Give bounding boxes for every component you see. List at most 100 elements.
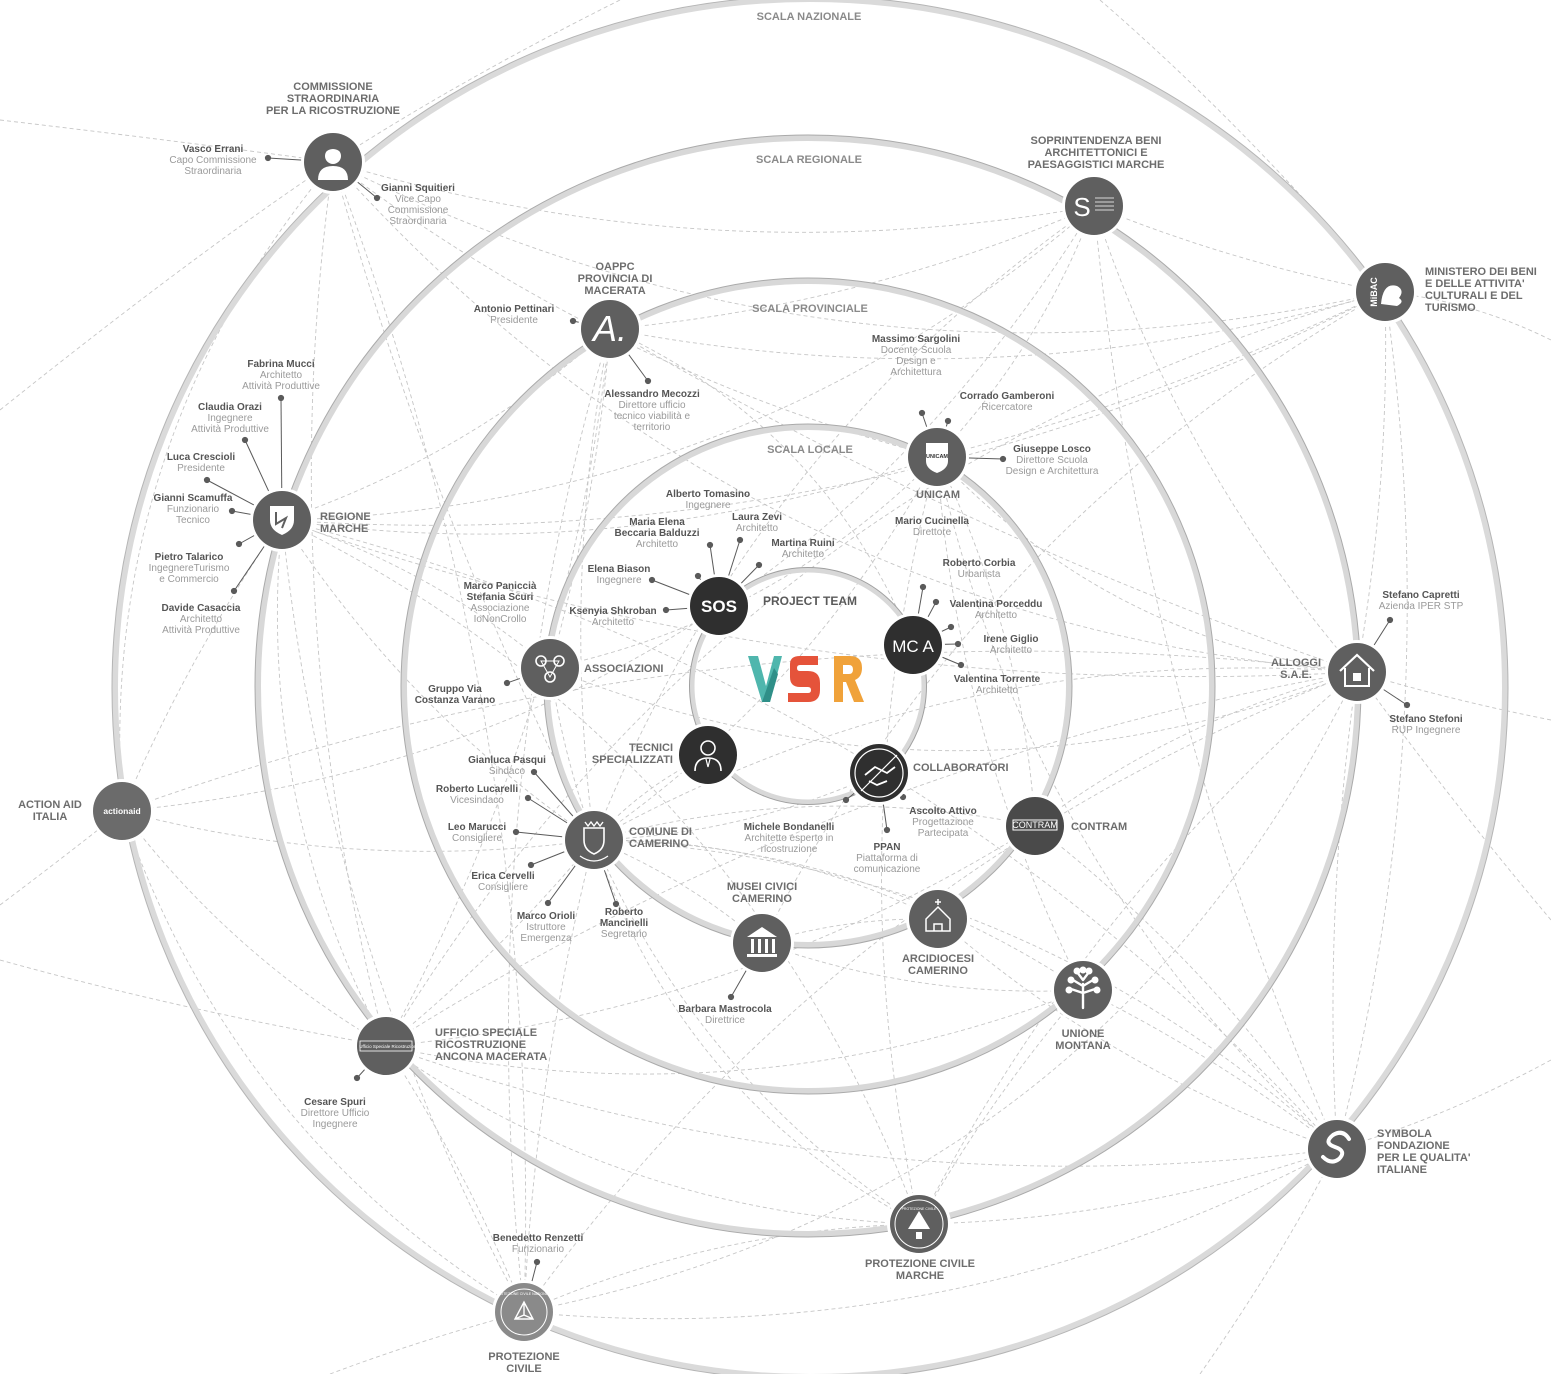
connector-dot (203, 476, 211, 484)
node-title-symbola: FONDAZIONE (1377, 1140, 1450, 1152)
unicam-logo-text: UNICAM (926, 454, 948, 460)
dashed-connection (121, 810, 387, 1047)
person-name-ascolto: Ascolto Attivo (909, 806, 976, 817)
dashed-connection (593, 839, 920, 1225)
connector-dot (1403, 701, 1411, 709)
node-alloggi[interactable] (1325, 640, 1389, 704)
person-role-gianni_s: Funzionario (167, 504, 220, 515)
node-title-musei: MUSEI CIVICI (727, 881, 797, 893)
person-role-stefano_s: RUP Ingegnere (1392, 725, 1461, 736)
person-role-alessandro: tecnico viabilità e (614, 411, 691, 422)
node-mibac[interactable]: MiBAC (1353, 260, 1417, 324)
node-commissione[interactable] (301, 130, 365, 194)
person-name-claudia: Claudia Orazi (198, 402, 262, 413)
node-oappc[interactable]: A. (578, 297, 642, 361)
node-regione[interactable] (250, 488, 314, 552)
node-unicam[interactable]: UNICAM (905, 425, 969, 489)
node-title-soprintendenza: SOPRINTENDENZA BENI (1031, 135, 1162, 147)
scale-label-regionale: SCALA REGIONALE (756, 154, 862, 166)
person-role-massimo: Docente Scuola (881, 345, 952, 356)
person-role-stefano_c: Azienda IPER STP (1379, 601, 1464, 612)
dashed-connection (609, 291, 1386, 360)
dashed-connection (119, 161, 334, 812)
node-tecnici[interactable] (676, 723, 740, 787)
person-role-claudia: Ingegnere (207, 413, 252, 424)
person-name-maria: Beccaria Balduzzi (614, 528, 699, 539)
person-name-vasco: Vasco Errani (183, 144, 244, 155)
person-role-gianni_sq: Commissione (388, 205, 449, 216)
dashed-connection (1093, 205, 1358, 673)
scale-label-provinciale: SCALA PROVINCIALE (752, 303, 868, 315)
dashed-connection (593, 839, 920, 1225)
person-name-fabrina: Fabrina Mucci (247, 359, 314, 370)
connector-dot (918, 409, 926, 417)
person-role-cesare: Direttore Ufficio (301, 1108, 370, 1119)
person-name-pietro: Pietro Talarico (155, 552, 224, 563)
dashed-connection (385, 328, 611, 1047)
dashed-connection (1093, 205, 1338, 1150)
person-name-giuseppe: Giuseppe Losco (1013, 444, 1091, 455)
person-name-maria: Maria Elena (629, 517, 685, 528)
symbola-logo-icon (1308, 1120, 1366, 1178)
dashed-connection (385, 825, 1036, 1047)
node-musei[interactable] (730, 911, 794, 975)
node-soprintendenza[interactable]: S (1062, 174, 1126, 238)
person-role-gianni_s: Tecnico (176, 515, 210, 526)
dashed-connection (385, 839, 595, 1047)
dashed-connection (549, 328, 611, 669)
node-comune[interactable] (562, 808, 626, 872)
node-title-actionaid: ITALIA (33, 811, 68, 823)
connector-dot (544, 899, 552, 907)
connector-dot (706, 541, 714, 549)
dashed-connection (523, 671, 1358, 1313)
node-symbola[interactable] (1305, 1117, 1369, 1181)
node-contram[interactable]: CONTRAM (1003, 794, 1067, 858)
node-title-unione: UNIONE (1062, 1028, 1105, 1040)
soprintendenza-logo-icon: S (1065, 177, 1123, 235)
connector-dot (957, 661, 965, 669)
dashed-connection (593, 839, 1338, 1150)
dashed-connection (0, 161, 334, 411)
node-sos[interactable]: SOS (687, 574, 751, 638)
node-arcidiocesi[interactable] (906, 887, 970, 951)
node-title-pcnazionale: CIVILE (506, 1363, 541, 1374)
node-pcmarche[interactable]: PROTEZIONE CIVILE (887, 1192, 951, 1256)
node-unione[interactable] (1051, 958, 1115, 1022)
dashed-connection (385, 1045, 1338, 1167)
dashed-connection (281, 456, 938, 535)
connector-dot (755, 561, 763, 569)
node-title-alloggi: ALLOGGI (1271, 657, 1321, 669)
connector-dot (228, 507, 236, 515)
dashed-connection (310, 161, 387, 1047)
connector-dot (1386, 616, 1394, 624)
tree-icon (1054, 961, 1112, 1019)
connector-dot (230, 587, 238, 595)
person-role-martina: Architetto (782, 549, 825, 560)
person-role-alessandro: territorio (634, 422, 671, 433)
person-name-barbara: Barbara Mastrocola (678, 1004, 772, 1015)
person-role-ksenyia: Architetto (592, 617, 635, 628)
node-title-symbola: ITALIANE (1377, 1164, 1427, 1176)
node-mca[interactable]: MC A (881, 613, 945, 677)
node-ufficio[interactable]: Ufficio Speciale Ricostruzione (354, 1014, 419, 1078)
node-pcnazionale[interactable]: PROTEZIONE CIVILE NAZIONALE (492, 1280, 556, 1344)
person-name-massimo: Massimo Sargolini (872, 334, 961, 345)
oappc-logo-text: A. (591, 308, 627, 349)
project-team-title: PROJECT TEAM (763, 594, 857, 608)
person-name-michele: Michele Bondanelli (744, 822, 835, 833)
node-actionaid[interactable]: actionaid (90, 779, 154, 843)
node-title-arcidiocesi: CAMERINO (908, 965, 968, 977)
dashed-connection (918, 989, 1084, 1225)
person-name-marco_o: Marco Orioli (517, 911, 576, 922)
person-name-ppan: PPAN (873, 842, 900, 853)
triangle-icon: PROTEZIONE CIVILE (890, 1195, 948, 1253)
person-name-valentina_t: Valentina Torrente (954, 674, 1041, 685)
node-collaboratori[interactable] (847, 741, 911, 805)
dashed-connection (332, 161, 1358, 673)
technician-icon (679, 726, 737, 784)
node-associazioni[interactable] (518, 636, 582, 700)
person-role-maria: Architetto (636, 539, 679, 550)
dashed-connection (0, 119, 334, 163)
dashed-connection (1336, 291, 1408, 1150)
connector-dot (954, 640, 962, 648)
